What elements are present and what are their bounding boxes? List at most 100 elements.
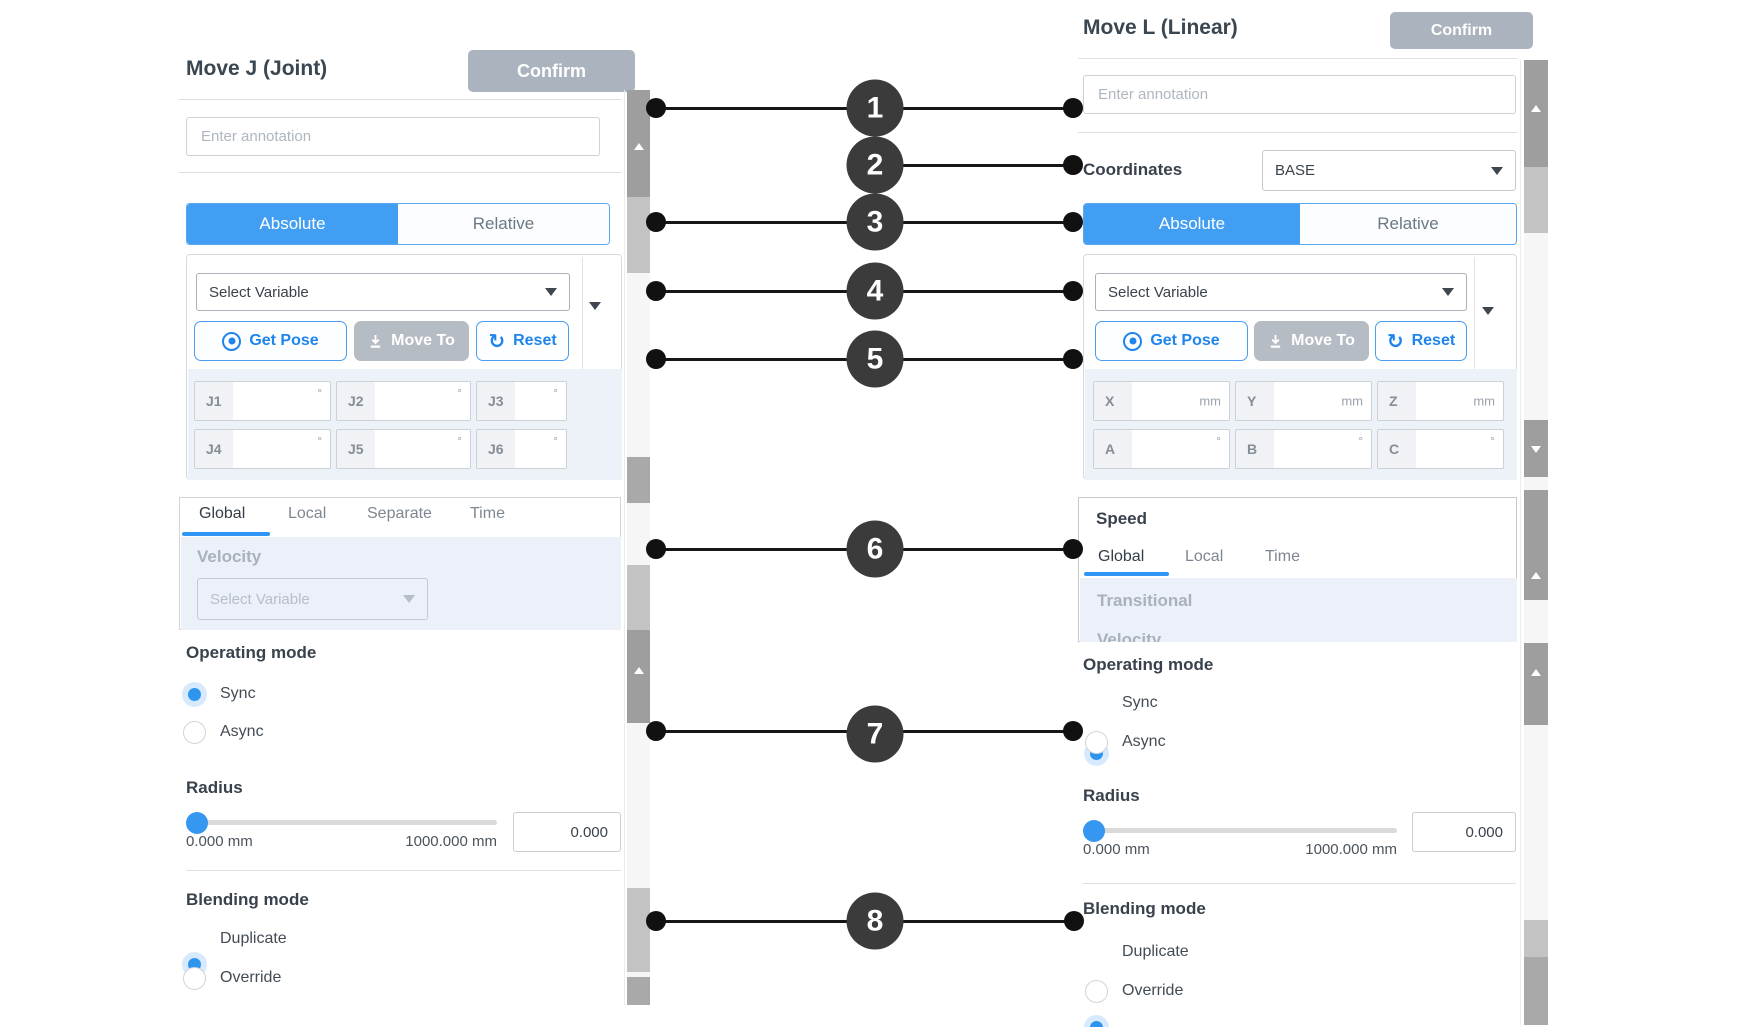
left-panel-scrollbar[interactable] xyxy=(627,90,650,1005)
move-l-pose-group: Select Variable Get Pose Move To ↻ Reset… xyxy=(1083,254,1517,480)
callout-4: 4 xyxy=(846,262,904,320)
callout-dot xyxy=(646,349,666,369)
expand-chevron-down-icon[interactable] xyxy=(589,302,601,310)
get-pose-label: Get Pose xyxy=(249,332,319,349)
move-to-button[interactable]: Move To xyxy=(1254,321,1369,361)
scrollbar-thumb[interactable] xyxy=(1524,60,1548,167)
get-pose-button[interactable]: Get Pose xyxy=(194,321,347,361)
move-l-speed-section: Speed Global Local Time Transitional Vel… xyxy=(1078,497,1517,642)
clipped-velocity-text: Velocity xyxy=(1097,630,1162,642)
tab-absolute[interactable]: Absolute xyxy=(1084,204,1300,244)
velocity-variable-select[interactable]: Select Variable xyxy=(197,578,428,620)
move-j-annotation-input[interactable] xyxy=(186,117,600,156)
scrollbar-thumb[interactable] xyxy=(627,888,650,972)
joint-input-j1[interactable]: J1° xyxy=(194,381,331,421)
radius-value-input[interactable]: 0.000 xyxy=(513,812,621,852)
scrollbar-thumb[interactable] xyxy=(1524,167,1548,233)
speed-tab-local[interactable]: Local xyxy=(288,505,327,522)
scrollbar-thumb[interactable] xyxy=(627,90,650,197)
move-to-label: Move To xyxy=(1291,332,1355,349)
callout-1: 1 xyxy=(846,79,904,137)
move-j-pose-group: Select Variable Get Pose Move To ↻ Reset… xyxy=(186,254,622,480)
axis-input-a[interactable]: A° xyxy=(1093,429,1230,469)
speed-tab-time[interactable]: Time xyxy=(470,505,505,522)
speed-tab-global[interactable]: Global xyxy=(199,505,246,522)
speed-tab-separate[interactable]: Separate xyxy=(367,505,432,522)
callout-dot xyxy=(646,281,666,301)
scroll-up-icon[interactable] xyxy=(633,667,644,674)
field-label: B xyxy=(1236,430,1274,468)
callout-dot xyxy=(1063,155,1083,175)
radius-value-input[interactable]: 0.000 xyxy=(1412,812,1516,852)
move-j-confirm-button[interactable]: Confirm xyxy=(468,50,635,92)
unit-degree: ° xyxy=(553,386,558,400)
divider xyxy=(1078,132,1517,133)
scrollbar-thumb[interactable] xyxy=(627,977,650,1005)
scrollbar-thumb[interactable] xyxy=(1524,490,1548,600)
scrollbar-thumb[interactable] xyxy=(627,565,650,630)
joint-input-j4[interactable]: J4° xyxy=(194,429,331,469)
joint-input-j6[interactable]: J6° xyxy=(476,429,567,469)
field-label: Z xyxy=(1378,382,1416,420)
scroll-up-icon[interactable] xyxy=(633,143,644,150)
move-l-annotation-input[interactable] xyxy=(1083,75,1516,114)
tab-absolute[interactable]: Absolute xyxy=(187,204,398,244)
async-radio[interactable] xyxy=(183,721,206,744)
operating-mode-heading: Operating mode xyxy=(1083,655,1214,674)
radius-slider-thumb[interactable] xyxy=(1083,820,1105,842)
move-l-confirm-button[interactable]: Confirm xyxy=(1390,12,1533,49)
scroll-up-icon[interactable] xyxy=(1531,572,1541,579)
scrollbar-thumb[interactable] xyxy=(1524,957,1548,1025)
field-label: J1 xyxy=(195,382,233,420)
reset-button[interactable]: ↻ Reset xyxy=(476,321,569,361)
radius-min-label: 0.000 mm xyxy=(186,833,253,850)
axis-input-c[interactable]: C° xyxy=(1377,429,1504,469)
scroll-up-icon[interactable] xyxy=(1531,105,1541,112)
move-j-variable-select[interactable]: Select Variable xyxy=(196,273,570,311)
scroll-down-icon[interactable] xyxy=(1531,446,1541,453)
field-label: C xyxy=(1378,430,1416,468)
scrollbar-thumb[interactable] xyxy=(1524,920,1548,957)
duplicate-label: Duplicate xyxy=(1122,943,1189,960)
override-radio[interactable] xyxy=(1085,980,1108,1003)
scrollbar-thumb[interactable] xyxy=(627,630,650,723)
speed-tab-local[interactable]: Local xyxy=(1185,548,1224,565)
override-radio[interactable] xyxy=(183,967,206,990)
tab-relative[interactable]: Relative xyxy=(1300,204,1516,244)
move-to-button[interactable]: Move To xyxy=(354,321,469,361)
speed-tab-global[interactable]: Global xyxy=(1098,548,1145,565)
joint-input-j5[interactable]: J5° xyxy=(336,429,471,469)
scrollbar-thumb[interactable] xyxy=(627,457,650,503)
radius-slider-thumb[interactable] xyxy=(186,812,208,834)
radius-slider-track[interactable] xyxy=(186,820,497,825)
expand-chevron-down-icon[interactable] xyxy=(1482,307,1494,315)
joint-input-j3[interactable]: J3° xyxy=(476,381,567,421)
async-radio[interactable] xyxy=(1085,731,1108,754)
scrollbar-thumb[interactable] xyxy=(627,197,650,273)
sync-radio[interactable] xyxy=(182,682,207,707)
scrollbar-thumb[interactable] xyxy=(1524,420,1548,477)
unit-degree: ° xyxy=(317,434,322,448)
tab-relative[interactable]: Relative xyxy=(398,204,609,244)
right-panel-scrollbar[interactable] xyxy=(1524,60,1548,1025)
get-pose-button[interactable]: Get Pose xyxy=(1095,321,1248,361)
joint-input-j2[interactable]: J2° xyxy=(336,381,471,421)
unit-mm: mm xyxy=(1341,393,1363,409)
scroll-up-icon[interactable] xyxy=(1531,669,1541,676)
axis-input-b[interactable]: B° xyxy=(1235,429,1372,469)
override-label: Override xyxy=(1122,982,1184,999)
move-j-speed-section: Global Local Separate Time Velocity Sele… xyxy=(179,497,621,630)
scrollbar-thumb[interactable] xyxy=(1524,643,1548,725)
speed-tab-time[interactable]: Time xyxy=(1265,548,1300,565)
reset-label: Reset xyxy=(513,332,557,349)
move-j-title: Move J (Joint) xyxy=(186,57,328,80)
divider xyxy=(1083,883,1516,884)
coordinates-select[interactable]: BASE xyxy=(1262,150,1516,191)
duplicate-radio[interactable] xyxy=(1084,1015,1109,1027)
radius-slider-track[interactable] xyxy=(1083,828,1397,833)
move-l-variable-select[interactable]: Select Variable xyxy=(1095,273,1467,311)
reset-button[interactable]: ↻ Reset xyxy=(1375,321,1467,361)
